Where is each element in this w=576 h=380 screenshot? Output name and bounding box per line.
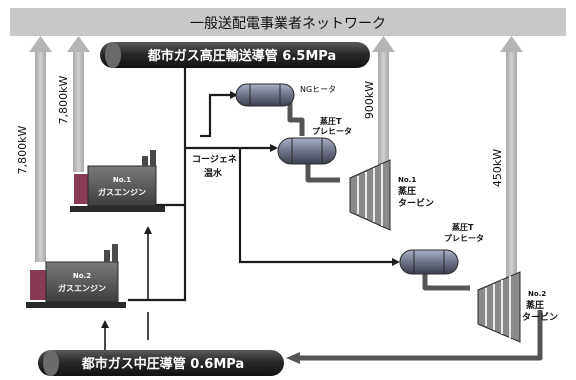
medium-pressure-pipe [38, 350, 284, 376]
turbine-2 [477, 271, 521, 343]
turbine-1-label-line2: 蒸圧 [398, 185, 416, 197]
turbine-2-label-line3: タービン [522, 311, 558, 323]
high-pressure-pipe [100, 42, 370, 68]
ng-heater-label: NGヒータ [300, 85, 336, 94]
cogen-water-label-line1: コージェネ [192, 154, 237, 165]
turbine-2-label-line1: No.2 [528, 290, 546, 298]
gas-engine-2 [26, 244, 126, 308]
gas-flow-lines [287, 100, 543, 361]
power-arrow-engine2 [29, 36, 52, 262]
turbine-2-label-line2: 蒸圧 [526, 299, 544, 311]
ng-heater [235, 83, 295, 107]
preheater-1 [277, 137, 337, 165]
preheater-1-label-line1: 蒸圧T [320, 116, 342, 126]
turbine-1-label-line1: No.1 [398, 176, 416, 184]
engine1-output-label: 7,800kW [57, 76, 70, 125]
power-arrow-engine1 [67, 36, 90, 172]
preheater-2 [399, 249, 459, 275]
engine-1-label-line2: ガスエンジン [98, 187, 146, 197]
network-label: 一般送配電事業者ネットワーク [190, 16, 386, 32]
turbine1-output-label: 900kW [363, 81, 376, 119]
gas-engine-1 [70, 150, 165, 212]
engine-2-label-line2: ガスエンジン [58, 283, 106, 293]
engine-1-label-line1: No.1 [113, 176, 131, 184]
return-arrowhead [286, 352, 300, 364]
high-pressure-pipe-label: 都市ガス高圧輸送導管 6.5MPa [147, 48, 336, 64]
turbine-1-label-line3: タービン [398, 197, 434, 209]
engine2-output-label: 7,800kW [16, 126, 29, 175]
network-banner [10, 8, 566, 36]
preheater-1-label-line2: プレヒータ [312, 126, 352, 136]
medium-pressure-pipe-label: 都市ガス中圧導管 0.6MPa [81, 356, 244, 372]
preheater-2-label-line2: プレヒータ [444, 233, 484, 243]
cogen-water-label-line2: 温水 [204, 167, 223, 179]
preheater-2-label-line1: 蒸圧T [452, 222, 474, 232]
turbine2-output-label: 450kW [491, 149, 504, 187]
power-arrow-turbine1 [372, 36, 395, 180]
power-arrow-turbine2 [500, 36, 523, 287]
turbine-1 [349, 159, 391, 231]
engine-2-label-line1: No.2 [73, 272, 91, 280]
